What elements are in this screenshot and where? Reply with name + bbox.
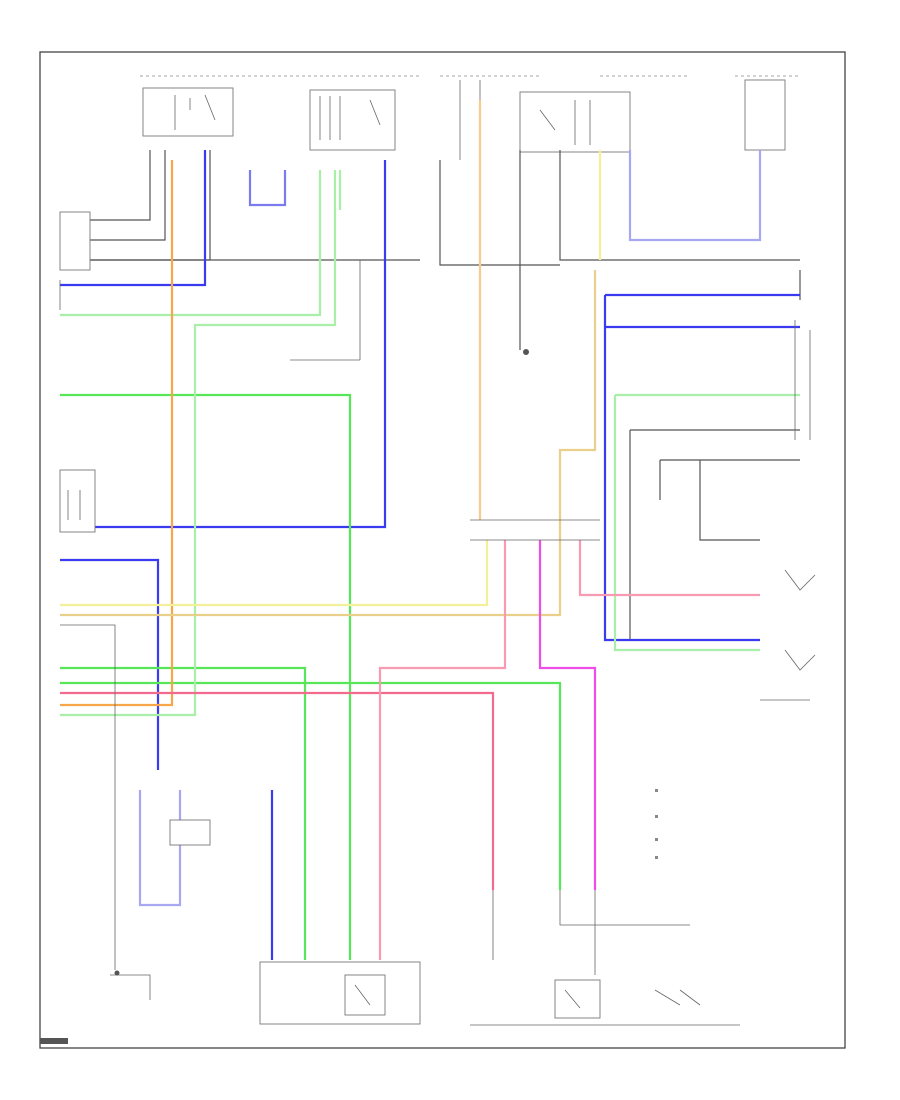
component-box-bottom-left <box>259 961 421 1025</box>
relay-contacts-right <box>539 100 591 145</box>
fuse-lines-center <box>459 80 481 160</box>
ground-bottom-left <box>110 974 151 1000</box>
switch-right-lower <box>784 649 816 671</box>
ground-point-bottom-left <box>114 970 120 976</box>
legend-marks <box>655 789 658 859</box>
yellow-wires <box>60 150 602 617</box>
pink-wires <box>60 540 760 960</box>
green-wires <box>60 170 800 960</box>
connector-left-lower <box>59 469 96 533</box>
relay-box-center <box>309 89 396 151</box>
relay-bottom-center-contact <box>564 989 581 1009</box>
relay-contacts-left <box>174 94 216 130</box>
connector-center <box>470 519 600 541</box>
connector-right-vertical <box>794 320 811 440</box>
relay-bottom-left-contact <box>354 984 371 1006</box>
relay-bottom-center <box>554 979 601 1019</box>
diagram-frame <box>39 51 846 1049</box>
page-code-mark <box>40 1038 68 1044</box>
relay-box-left <box>142 87 234 137</box>
ground-point-center <box>523 349 529 355</box>
connector-left-upper <box>59 211 91 271</box>
gray-wires <box>60 260 690 975</box>
switch-right-upper <box>784 569 816 591</box>
orange-wire-left <box>60 160 174 707</box>
relay-contacts-center <box>319 96 381 140</box>
relay-bottom-left <box>344 974 386 1016</box>
connector-left-lower-pins <box>67 490 81 520</box>
fuse-box-right <box>744 79 786 151</box>
switch-bottom-right <box>654 989 701 1006</box>
blue-wires <box>60 150 800 960</box>
sensor-box-bottom-left <box>169 819 211 846</box>
